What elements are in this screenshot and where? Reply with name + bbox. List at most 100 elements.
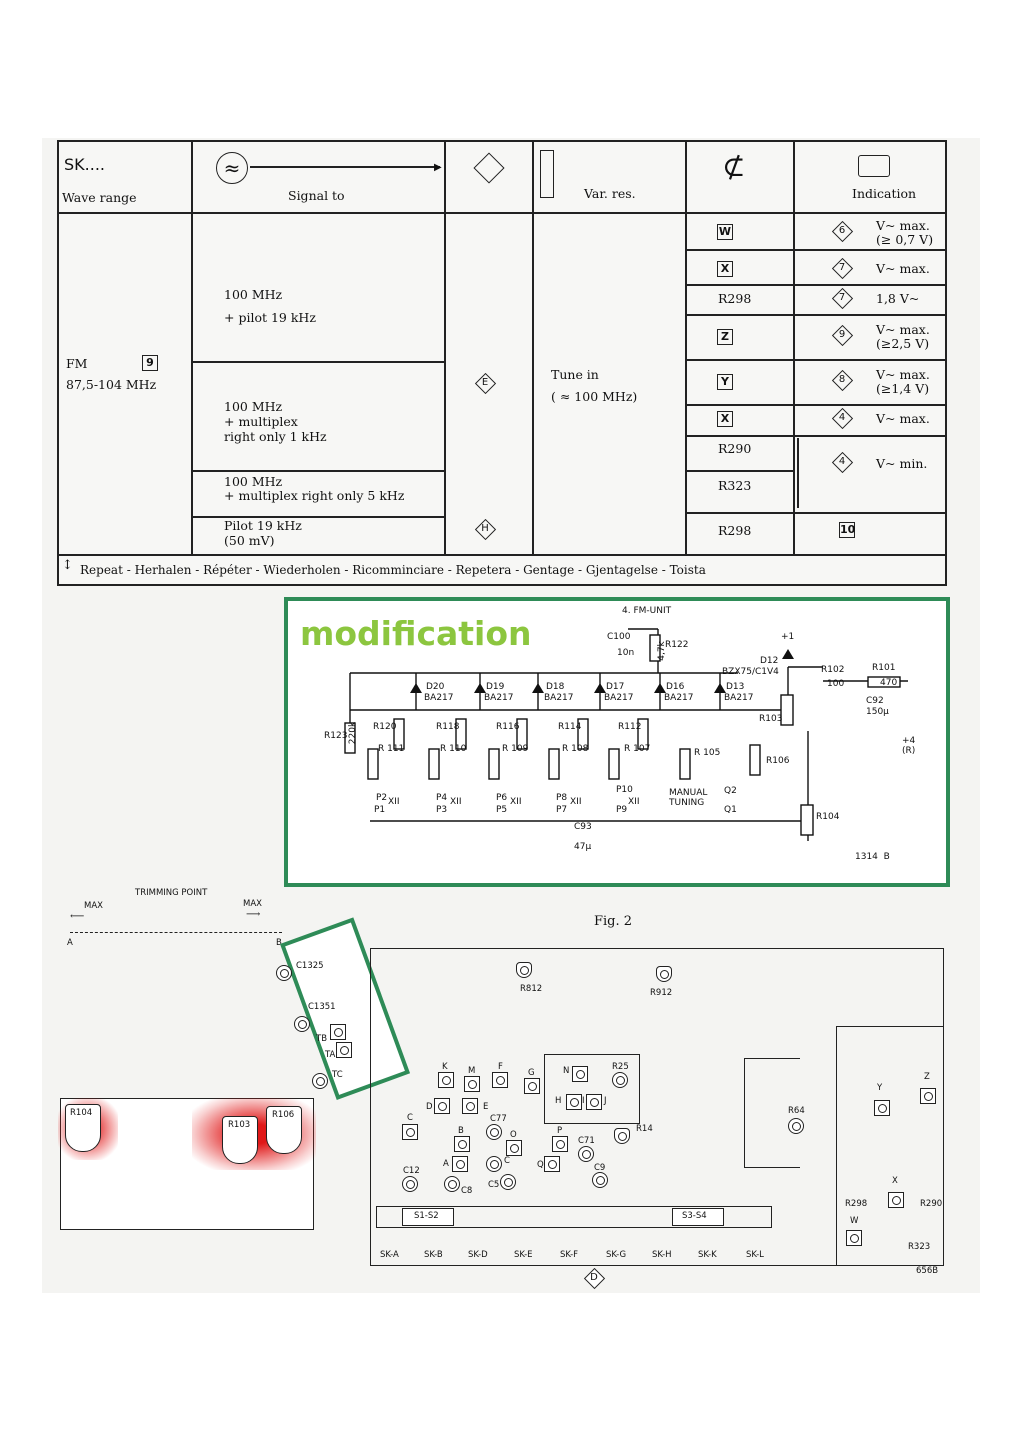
r106-label: R106 [766,756,790,766]
arrow-head-icon: ▶ [434,162,442,173]
modification-schematic [344,628,908,841]
ind-4b: (≥2,5 V) [876,336,930,351]
r812-pot [516,962,532,978]
adjust-w: W [717,224,733,240]
d17-label: D17 [606,682,625,692]
r25-pot [612,1072,628,1088]
adjust-x-2: X [717,411,733,427]
trim-b-label: B [276,938,282,948]
p10-label: P10 [616,785,633,795]
tb-coil [330,1024,346,1040]
point-w-coil [846,1230,862,1246]
point-z-label: Z [924,1072,930,1082]
arrow-left-icon: ⟵ [70,911,85,922]
d19-label: D19 [486,682,505,692]
point-d-label: D [426,1102,433,1112]
point-k-label: K [442,1062,448,1072]
plus1-label: +1 [781,632,795,642]
d13-type: BA217 [724,693,754,703]
point-y-label: Y [877,1083,883,1093]
ind-10: 10 [839,522,856,538]
r112-label: R112 [618,722,642,732]
sk-d-label: SK-D [468,1250,488,1260]
point-g-coil [524,1078,540,1094]
d12-type: BZX75/C1V4 [722,667,779,677]
band-code: 9 [142,355,158,371]
c1351-label: C1351 [308,1002,336,1012]
point-x-coil [888,1192,904,1208]
schematic-ref: 1314 B [855,852,890,862]
point-9: 9 [838,329,846,340]
r109-label: R 109 [502,744,529,754]
c8-label: C8 [461,1186,473,1196]
switch-s3-s4 [672,1208,724,1226]
tb-label: TB [316,1034,328,1044]
ind-3: 1,8 V~ [876,291,920,306]
alignment-table [57,140,947,586]
c5-label: C5 [488,1180,500,1190]
r103-pot [222,1116,258,1164]
r118-label: R118 [436,722,460,732]
var-res-line1: Tune in [551,367,599,382]
mpx-module [544,1054,640,1124]
point-x-label: X [892,1176,898,1186]
r323-board-label: R323 [908,1242,931,1252]
point-m-label: M [468,1066,476,1076]
stereo-subboard [836,1026,944,1266]
point-n-label: N [563,1066,570,1076]
point-4: 4 [838,412,846,423]
c92-label: C92 [866,696,884,706]
r101-label: R101 [872,663,896,673]
point-q-coil [544,1156,560,1172]
point-n-coil [572,1066,588,1082]
point-p-label: P [557,1126,563,1136]
r104-label: R104 [816,812,840,822]
r104-pot [65,1104,101,1152]
p1-label: P1 [374,805,386,815]
adjust-r323: R323 [718,478,752,493]
r103-label: R103 [759,714,783,724]
p5-label: P5 [496,805,508,815]
point-d-board-label: D [590,1272,598,1283]
board-ref: 656B [916,1266,939,1276]
point-c2-label: C [504,1156,510,1166]
signal-2-line3: right only 1 kHz [224,429,327,444]
point-h-label: H [555,1096,562,1106]
q2-label: Q2 [724,786,737,796]
signal-1-line1: 100 MHz [224,287,283,302]
c93-label: C93 [574,822,592,832]
point-6: 6 [838,225,846,236]
c93-value: 47μ [574,842,592,852]
c100-label: C100 [607,632,631,642]
r103-board-label: R103 [228,1120,251,1130]
point-o-label: O [510,1130,517,1140]
point-4b: 4 [838,456,846,467]
manual-tuning-label: MANUAL TUNING [669,788,708,808]
adjust-icon: ⊄ [722,150,746,183]
fm-unit-label: 4. FM-UNIT [622,606,672,616]
p9-label: P9 [616,805,628,815]
point-g-label: G [528,1068,535,1078]
r120-label: R120 [373,722,397,732]
arrow-right-icon: ⟶ [246,909,261,920]
generator-icon: ≈ [216,152,248,184]
ta-coil [336,1042,352,1058]
c77-trimmer [486,1124,502,1140]
d16-type: BA217 [664,693,694,703]
p4-label: P4 [436,793,448,803]
point-z-coil [920,1088,936,1104]
ind-1b: (≥ 0,7 V) [876,232,934,247]
p3-label: P3 [436,805,448,815]
r123-value: 220k [348,721,359,745]
adjust-z: Z [717,329,733,345]
r107-label: R 107 [624,744,651,754]
band-frequency: 87,5-104 MHz [66,377,157,392]
ind-6: V~ max. [876,411,930,426]
r25-label: R25 [612,1062,629,1072]
point-j-label: J [604,1096,607,1106]
signal-point-h-label: H [481,523,489,534]
c12-trimmer [402,1176,418,1192]
point-a-label: A [443,1159,449,1169]
trimming-title: TRIMMING POINT [135,888,208,898]
c1351-trimmer [294,1016,310,1032]
